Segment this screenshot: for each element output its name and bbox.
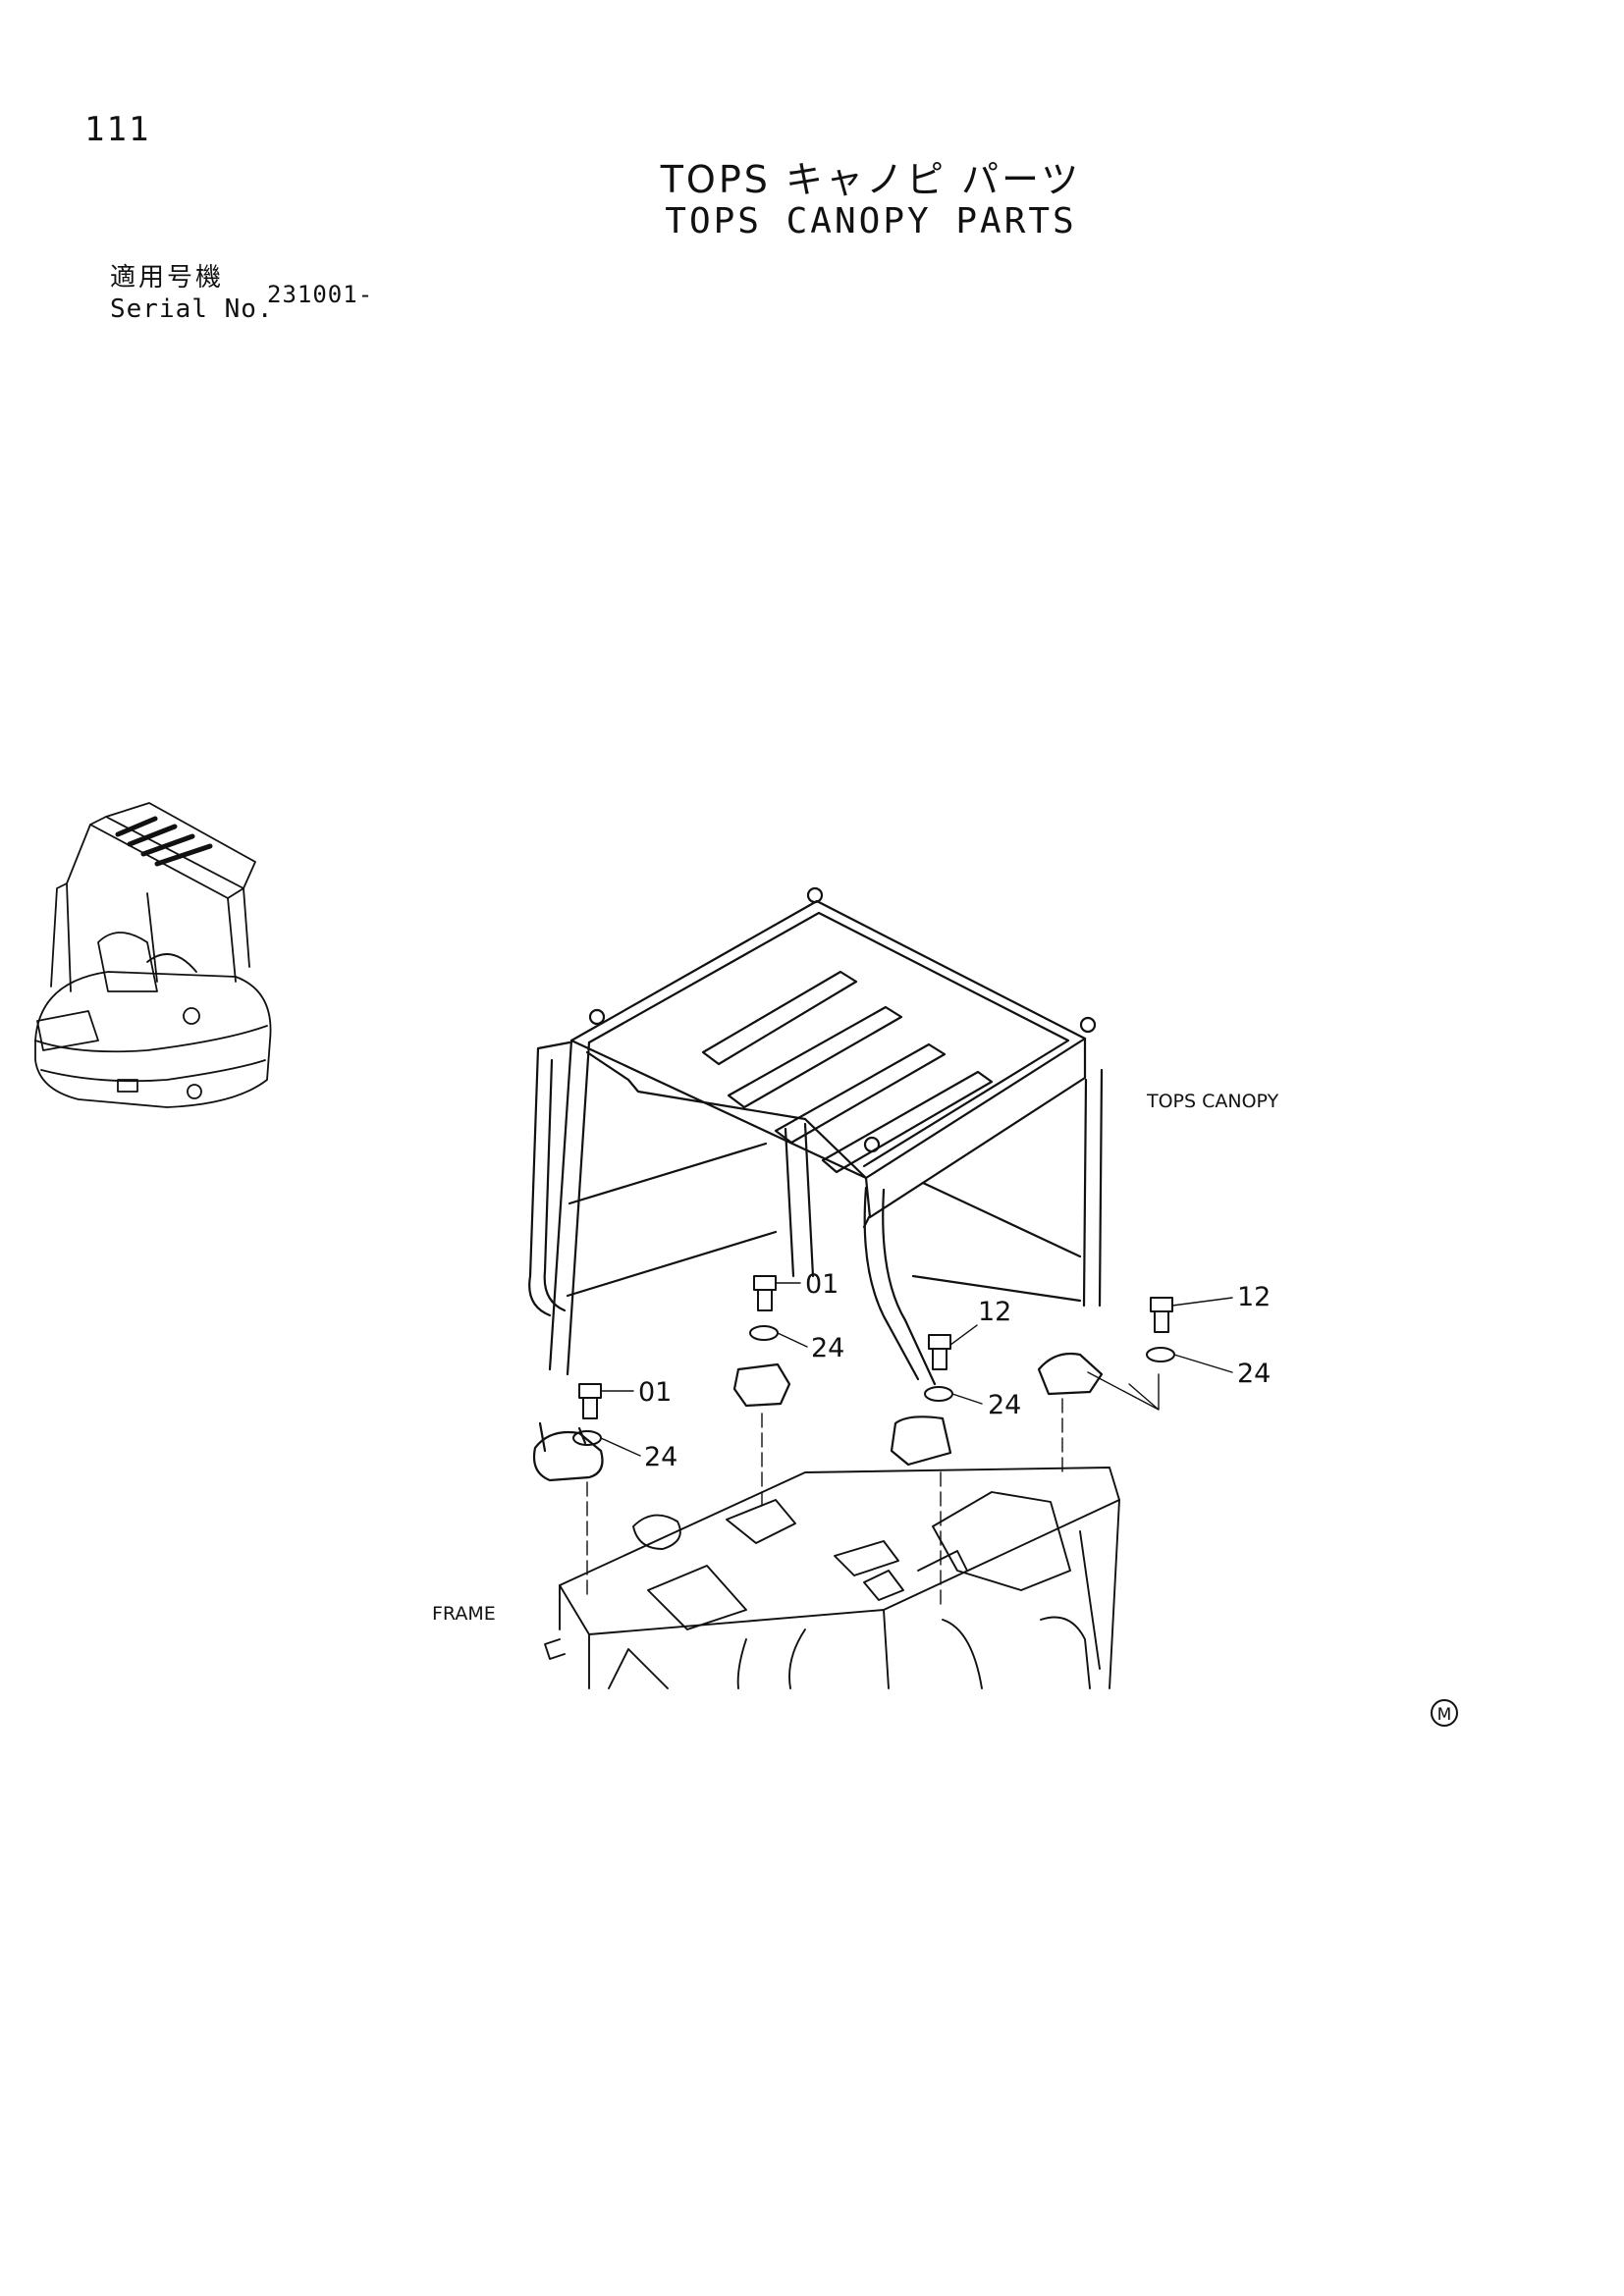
machine-thumbnail-illustration bbox=[34, 802, 272, 1108]
callout-12-center: 12 bbox=[978, 1297, 1011, 1327]
page-title-english: TOPS CANOPY PARTS bbox=[665, 201, 1077, 241]
washer-24-left bbox=[572, 1430, 602, 1446]
bolt-01-middle bbox=[753, 1275, 777, 1311]
page-number: 111 bbox=[84, 110, 151, 149]
manufacturer-mark: M bbox=[1431, 1699, 1458, 1727]
serial-label-japanese: 適用号機 bbox=[110, 263, 225, 293]
callout-24-right: 24 bbox=[1237, 1359, 1271, 1389]
washer-24-right bbox=[1146, 1347, 1175, 1362]
leader-lines bbox=[586, 1282, 1233, 1611]
callout-12-right: 12 bbox=[1237, 1282, 1271, 1312]
callout-24-center: 24 bbox=[988, 1390, 1021, 1420]
serial-label-english: Serial No. bbox=[110, 294, 274, 324]
manufacturer-mark-letter: M bbox=[1437, 1705, 1452, 1725]
tops-canopy-roof bbox=[569, 886, 1097, 1219]
mounting-brackets bbox=[532, 1352, 1104, 1482]
callout-24-left: 24 bbox=[644, 1442, 677, 1472]
upper-frame bbox=[544, 1467, 1120, 1689]
label-frame: FRAME bbox=[432, 1603, 496, 1625]
serial-number-value: 231001- bbox=[267, 281, 374, 308]
callout-24-middle: 24 bbox=[811, 1333, 844, 1363]
label-tops-canopy: TOPS CANOPY bbox=[1146, 1091, 1279, 1112]
washer-24-middle bbox=[749, 1325, 779, 1341]
bolt-01-left bbox=[578, 1383, 602, 1419]
bolt-12-center bbox=[928, 1334, 951, 1370]
callout-01-middle: 01 bbox=[805, 1269, 839, 1300]
callout-01-left: 01 bbox=[638, 1377, 672, 1408]
bolt-12-right bbox=[1150, 1297, 1173, 1333]
washer-24-center bbox=[924, 1386, 953, 1402]
tops-canopy-posts bbox=[528, 1039, 1104, 1386]
page-title-japanese: TOPS キャノピ パーツ bbox=[660, 158, 1082, 201]
assembly-labels: TOPS CANOPY FRAME bbox=[432, 1091, 1279, 1625]
callout-labels: 01 24 01 24 12 24 12 24 bbox=[638, 1269, 1271, 1472]
